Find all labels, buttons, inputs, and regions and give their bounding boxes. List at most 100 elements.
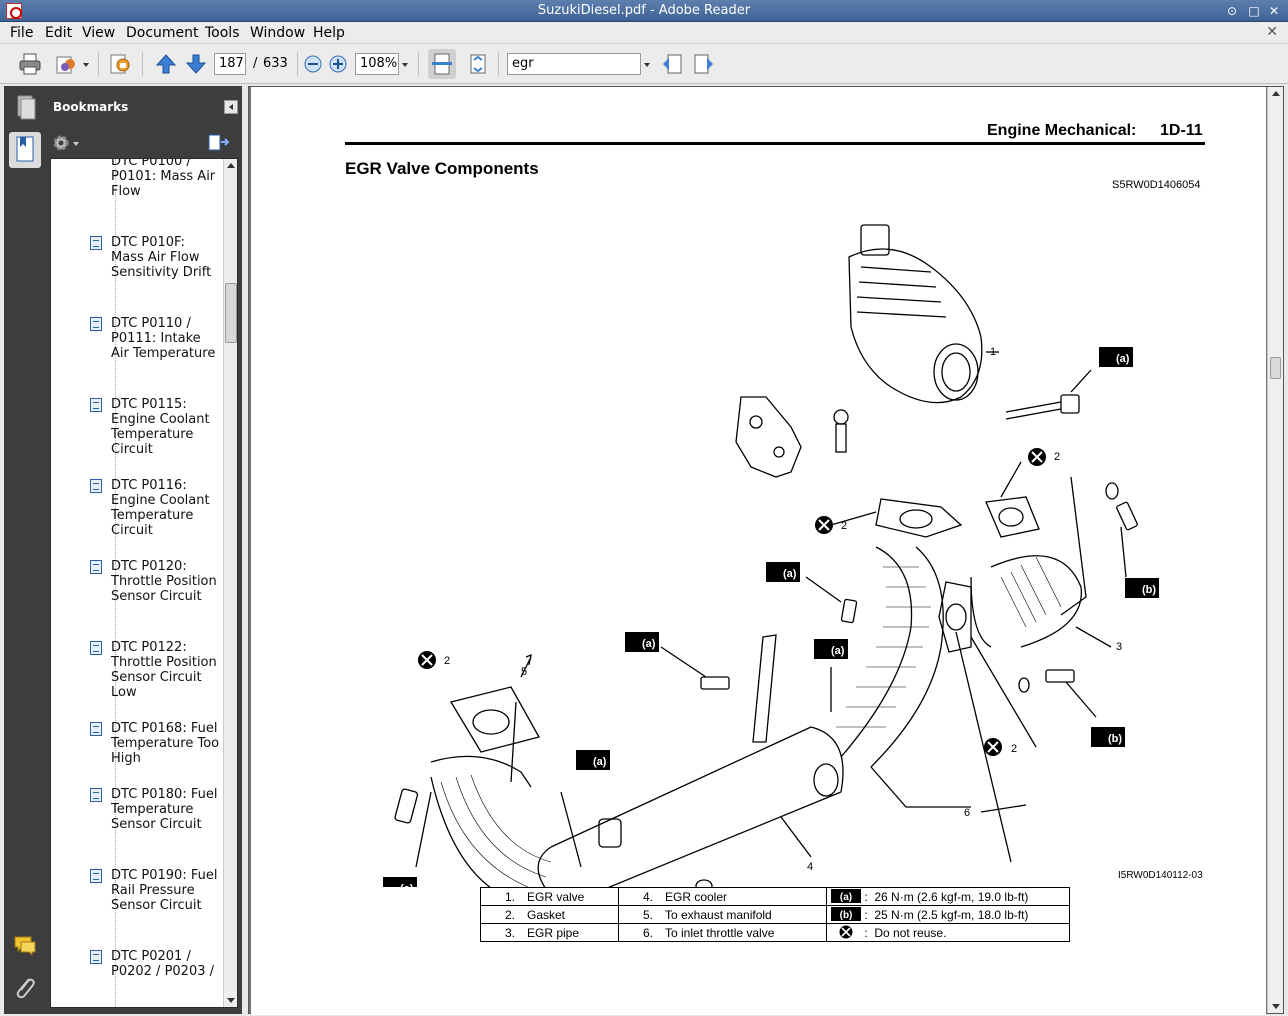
bookmarks-toolbar <box>46 128 242 158</box>
fit-width-icon[interactable] <box>428 49 456 79</box>
previous-page-icon[interactable] <box>154 52 178 76</box>
bookmark-page-icon <box>90 317 102 331</box>
scroll-down-icon[interactable] <box>227 998 235 1003</box>
bookmark-item[interactable]: DTC P0110 / P0111: Intake Air Temperatur… <box>90 316 221 361</box>
bookmark-page-icon <box>90 950 102 964</box>
legend-number: 5. <box>642 907 653 922</box>
collaborate-icon[interactable] <box>54 52 78 76</box>
bookmark-label: DTC P010F: Mass Air Flow Sensitivity Dri… <box>111 235 212 280</box>
callout-1: 1 <box>990 346 996 358</box>
torque-label-a: (a) <box>831 645 845 657</box>
callout-6: 6 <box>964 807 970 819</box>
scroll-up-icon[interactable] <box>227 163 235 168</box>
bookmarks-tree: DTC P0100 / P0101: Mass Air Flow DTC P01… <box>50 158 238 1008</box>
bookmark-page-icon <box>90 236 102 250</box>
torque-a-icon: (a) <box>831 889 861 903</box>
bookmarks-scroll-thumb[interactable] <box>225 283 237 343</box>
expand-bookmark-icon[interactable] <box>208 133 230 153</box>
maximize-icon[interactable]: □ <box>1248 4 1260 18</box>
bookmark-item[interactable]: DTC P0120: Throttle Position Sensor Circ… <box>90 559 221 604</box>
zoom-in-icon[interactable] <box>328 54 348 74</box>
legend-text: Do not reuse. <box>874 926 947 940</box>
toolbar: 187 / 633 108% egr <box>0 44 1288 84</box>
menu-file[interactable]: File <box>10 25 34 41</box>
callout-2: 2 <box>1011 743 1017 755</box>
menu-document[interactable]: Document <box>126 25 199 41</box>
callout-3: 3 <box>1116 641 1122 653</box>
page-number-input[interactable]: 187 <box>214 53 246 75</box>
bookmark-label: DTC P0168: Fuel Temperature Too High <box>111 721 220 766</box>
close-document-icon[interactable]: ✕ <box>1266 24 1278 40</box>
scroll-down-icon[interactable] <box>1272 1004 1280 1009</box>
zoom-dropdown-icon[interactable] <box>402 63 408 67</box>
do-not-reuse-icons <box>418 448 1046 756</box>
bookmark-page-icon <box>90 788 102 802</box>
bookmark-item[interactable]: DTC P0168: Fuel Temperature Too High <box>90 721 221 766</box>
torque-spec: 26 N·m (2.6 kgf-m, 19.0 lb-ft) <box>874 890 1029 904</box>
legend-text: To exhaust manifold <box>665 907 772 922</box>
next-page-icon[interactable] <box>184 52 208 76</box>
torque-label-a: (a) <box>1116 353 1130 365</box>
scroll-up-icon[interactable] <box>1272 91 1280 96</box>
menu-help[interactable]: Help <box>313 25 345 41</box>
find-previous-icon[interactable] <box>660 52 684 76</box>
menu-view[interactable]: View <box>82 25 116 41</box>
search-options-icon[interactable] <box>644 63 650 67</box>
egr-valve-body-shape <box>848 248 983 404</box>
menu-bar: File Edit View Document Tools Window Hel… <box>0 22 1288 44</box>
torque-label-a: (a) <box>642 638 656 650</box>
zoom-input[interactable]: 108% <box>355 53 399 75</box>
svg-text:(a): (a) <box>840 892 852 903</box>
menu-window[interactable]: Window <box>250 25 306 41</box>
document-scrollbar[interactable] <box>1267 87 1283 1013</box>
document-view[interactable]: Engine Mechanical: 1D-11 EGR Valve Compo… <box>248 86 1284 1015</box>
callout-5: 5 <box>521 666 527 678</box>
comments-icon[interactable] <box>9 928 41 964</box>
close-window-icon[interactable]: ✕ <box>1268 4 1280 18</box>
legend-number: 2. <box>504 907 515 922</box>
zoom-out-icon[interactable] <box>303 54 323 74</box>
page-heading: EGR Valve Components <box>345 159 539 178</box>
menu-circle-icon[interactable]: ⊙ <box>1226 4 1238 18</box>
legend-text: To inlet throttle valve <box>665 925 775 940</box>
torque-spec: 25 N·m (2.5 kgf-m, 18.0 lb-ft) <box>874 908 1029 922</box>
bookmark-item[interactable]: DTC P0115: Engine Coolant Temperature Ci… <box>90 397 221 457</box>
document-scroll-thumb[interactable] <box>1270 357 1281 379</box>
svg-text:(b): (b) <box>840 910 853 921</box>
search-input[interactable]: egr <box>507 53 641 75</box>
secure-icon[interactable] <box>108 52 132 76</box>
header-section: Engine Mechanical: <box>987 122 1137 139</box>
bookmark-page-icon <box>90 479 102 493</box>
bookmark-item[interactable]: DTC P0190: Fuel Rail Pressure Sensor Cir… <box>90 868 221 913</box>
menu-tools[interactable]: Tools <box>205 25 240 41</box>
navigation-rail <box>4 86 46 1014</box>
bookmark-item[interactable]: DTC P0100 / P0101: Mass Air Flow <box>111 158 216 199</box>
pdf-app-icon <box>6 3 22 19</box>
window-title: SuzukiDiesel.pdf - Adobe Reader <box>537 3 751 18</box>
options-dropdown-icon[interactable] <box>73 142 79 146</box>
bookmark-item[interactable]: DTC P010F: Mass Air Flow Sensitivity Dri… <box>90 235 221 280</box>
bookmark-label: DTC P0110 / P0111: Intake Air Temperatur… <box>111 316 216 361</box>
attachments-icon[interactable] <box>9 970 41 1006</box>
bookmark-item[interactable]: DTC P0122: Throttle Position Sensor Circ… <box>90 640 221 700</box>
full-screen-icon[interactable] <box>466 52 490 76</box>
chevron-down-icon[interactable] <box>83 63 89 67</box>
do-not-reuse-icon <box>839 925 853 939</box>
bookmarks-icon[interactable] <box>9 132 41 168</box>
bookmark-item[interactable]: DTC P0116: Engine Coolant Temperature Ci… <box>90 478 221 538</box>
bookmarks-title: Bookmarks <box>53 100 129 114</box>
menu-edit[interactable]: Edit <box>45 25 73 41</box>
collapse-panel-icon[interactable] <box>224 100 238 114</box>
bookmark-label: DTC P0190: Fuel Rail Pressure Sensor Cir… <box>111 868 218 913</box>
print-icon[interactable] <box>18 52 42 76</box>
torque-label-b: (b) <box>1142 584 1156 596</box>
bookmark-item[interactable]: DTC P0201 / P0202 / P0203 / <box>90 949 221 979</box>
torque-b-icon: (b) <box>831 907 861 921</box>
options-gear-icon[interactable] <box>52 134 70 152</box>
find-next-icon[interactable] <box>692 52 716 76</box>
page-thumbnails-icon[interactable] <box>9 90 41 126</box>
legend-number: 6. <box>642 925 653 940</box>
bookmark-label: DTC P0201 / P0202 / P0203 / <box>111 949 215 979</box>
bookmark-item[interactable]: DTC P0180: Fuel Temperature Sensor Circu… <box>90 787 221 832</box>
bookmarks-scrollbar[interactable] <box>223 159 237 1007</box>
